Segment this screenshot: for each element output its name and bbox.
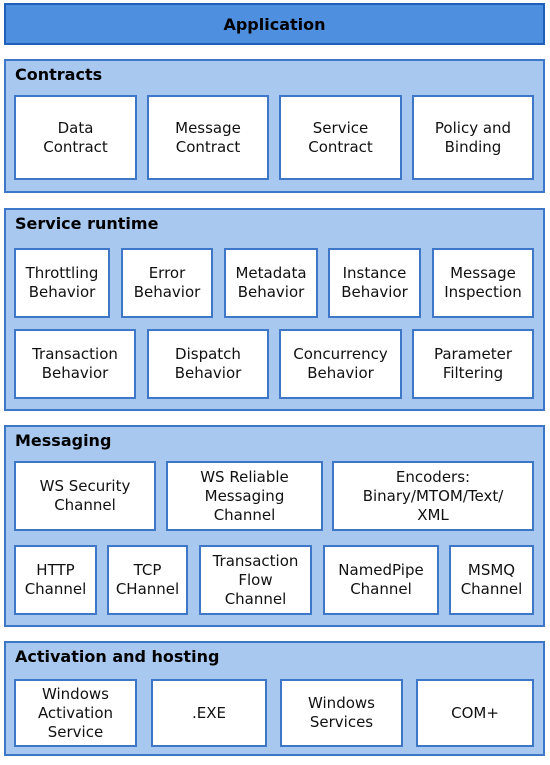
exe-box: .EXE [151,679,267,747]
policy-binding-box: Policy and Binding [412,95,534,180]
instance-behavior-box: Instance Behavior [328,248,421,318]
contracts-title: Contracts [15,65,103,84]
windows-services-box: Windows Services [280,679,403,747]
application-bar: Application [4,3,545,45]
dispatch-behavior-box: Dispatch Behavior [147,329,269,399]
service-contract-box: Service Contract [279,95,402,180]
concurrency-behavior-box: Concurrency Behavior [279,329,402,399]
activation-hosting-title: Activation and hosting [15,647,220,666]
namedpipe-channel-box: NamedPipe Channel [323,545,439,615]
data-contract-box: Data Contract [14,95,137,180]
msmq-channel-box: MSMQ Channel [449,545,534,615]
service-runtime-title: Service runtime [15,214,159,233]
transaction-behavior-box: Transaction Behavior [14,329,136,399]
tcp-channel-box: TCP CHannel [107,545,188,615]
message-inspection-box: Message Inspection [432,248,534,318]
encoders-box: Encoders: Binary/MTOM/Text/ XML [332,461,534,531]
messaging-title: Messaging [15,431,112,450]
parameter-filtering-box: Parameter Filtering [412,329,534,399]
transaction-flow-channel-box: Transaction Flow Channel [199,545,312,615]
message-contract-box: Message Contract [147,95,269,180]
ws-reliable-messaging-channel-box: WS Reliable Messaging Channel [166,461,323,531]
ws-security-channel-box: WS Security Channel [14,461,156,531]
http-channel-box: HTTP Channel [14,545,97,615]
throttling-behavior-box: Throttling Behavior [14,248,110,318]
error-behavior-box: Error Behavior [121,248,213,318]
metadata-behavior-box: Metadata Behavior [224,248,318,318]
windows-activation-service-box: Windows Activation Service [14,679,137,747]
com-plus-box: COM+ [416,679,534,747]
